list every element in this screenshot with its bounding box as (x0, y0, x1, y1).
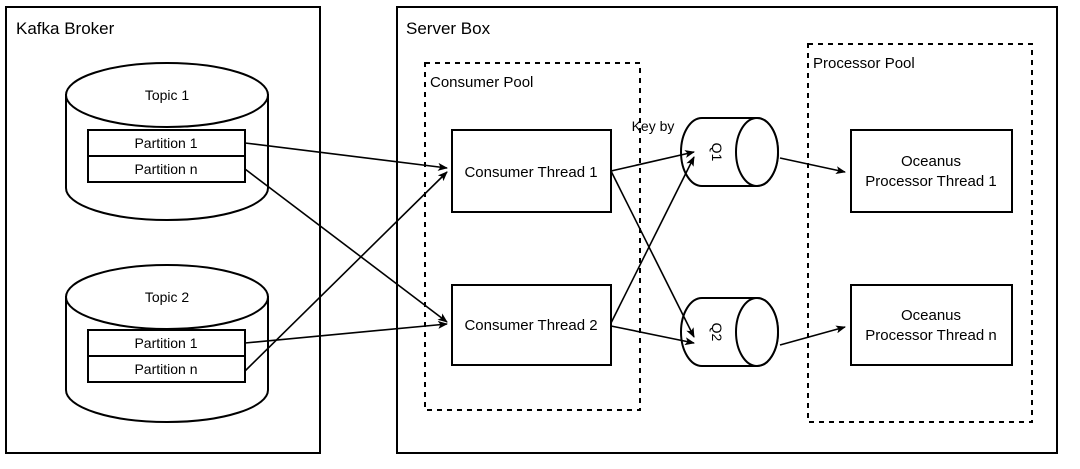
queue-q1-node[interactable]: Q1 (680, 117, 779, 187)
topic-2-label: Topic 2 (145, 289, 190, 305)
processor-thread-1-label-line2: Processor Thread 1 (865, 173, 996, 190)
topic-2-partition-1-label: Partition 1 (134, 335, 197, 351)
consumer-thread-1-node[interactable]: Consumer Thread 1 (451, 129, 612, 213)
edge-topic2-partitionn-to-consumer1 (244, 171, 448, 372)
edge-q1-to-processor1 (779, 157, 846, 175)
processor-pool-region: Processor Pool (807, 43, 1033, 423)
topic-1-partition-1-box[interactable] (87, 129, 246, 157)
topic-2-partition-n-box[interactable] (87, 355, 246, 383)
queue-q1-cylinder-cap (735, 117, 779, 187)
edge-consumer2-to-q2 (610, 325, 695, 346)
consumer-pool-boundary (424, 62, 641, 411)
key-by-edge-label: Key by (632, 118, 675, 134)
topic-1-label: Topic 1 (145, 87, 190, 103)
topic-1-partition-n-label: Partition n (134, 161, 197, 177)
edge-topic1-partitionn-to-consumer2 (244, 168, 448, 323)
queue-q2-cylinder-cap (735, 297, 779, 367)
processor-pool-title: Processor Pool (813, 55, 915, 72)
queue-q1-label: Q1 (709, 143, 725, 162)
topic-2-partition-n-label: Partition n (134, 361, 197, 377)
consumer-pool-title: Consumer Pool (430, 74, 533, 91)
processor-thread-n-label-line1: Oceanus (901, 307, 961, 324)
processor-thread-n-box[interactable] (850, 284, 1013, 366)
processor-thread-1-node[interactable]: Oceanus Processor Thread 1 (850, 129, 1013, 213)
edge-topic2-partition1-to-consumer2 (244, 320, 448, 344)
edge-topic1-partition1-to-consumer1 (244, 142, 448, 171)
processor-thread-1-box[interactable] (850, 129, 1013, 213)
server-box-boundary (396, 6, 1058, 454)
queue-q2-label: Q2 (709, 323, 725, 342)
edge-q2-to-processorn (779, 325, 846, 346)
topic-1-cylinder[interactable]: Topic 1 Partition 1 Partition n (65, 62, 269, 221)
consumer-thread-1-label: Consumer Thread 1 (464, 164, 597, 181)
queue-q2-node[interactable]: Q2 (680, 297, 779, 367)
topic-2-cylinder[interactable]: Topic 2 Partition 1 Partition n (65, 264, 269, 423)
topic-1-partition-n-box[interactable] (87, 155, 246, 183)
consumer-thread-2-node[interactable]: Consumer Thread 2 (451, 284, 612, 366)
edge-consumer1-to-q1 (610, 150, 695, 172)
processor-pool-boundary (807, 43, 1033, 423)
consumer-pool-region: Consumer Pool (424, 62, 641, 411)
server-box-title: Server Box (406, 19, 491, 38)
edge-consumer1-to-q2 (610, 170, 695, 338)
processor-thread-1-label-line1: Oceanus (901, 153, 961, 170)
consumer-thread-2-label: Consumer Thread 2 (464, 317, 597, 334)
consumer-thread-2-box[interactable] (451, 284, 612, 366)
topic-1-cylinder-top (65, 62, 269, 128)
consumer-thread-1-box[interactable] (451, 129, 612, 213)
processor-thread-n-node[interactable]: Oceanus Processor Thread n (850, 284, 1013, 366)
processor-thread-n-label-line2: Processor Thread n (865, 327, 996, 344)
server-box-container: Server Box (396, 6, 1058, 454)
edge-consumer2-to-q1 (610, 156, 695, 324)
kafka-broker-title: Kafka Broker (16, 19, 115, 38)
topic-1-partition-1-label: Partition 1 (134, 135, 197, 151)
